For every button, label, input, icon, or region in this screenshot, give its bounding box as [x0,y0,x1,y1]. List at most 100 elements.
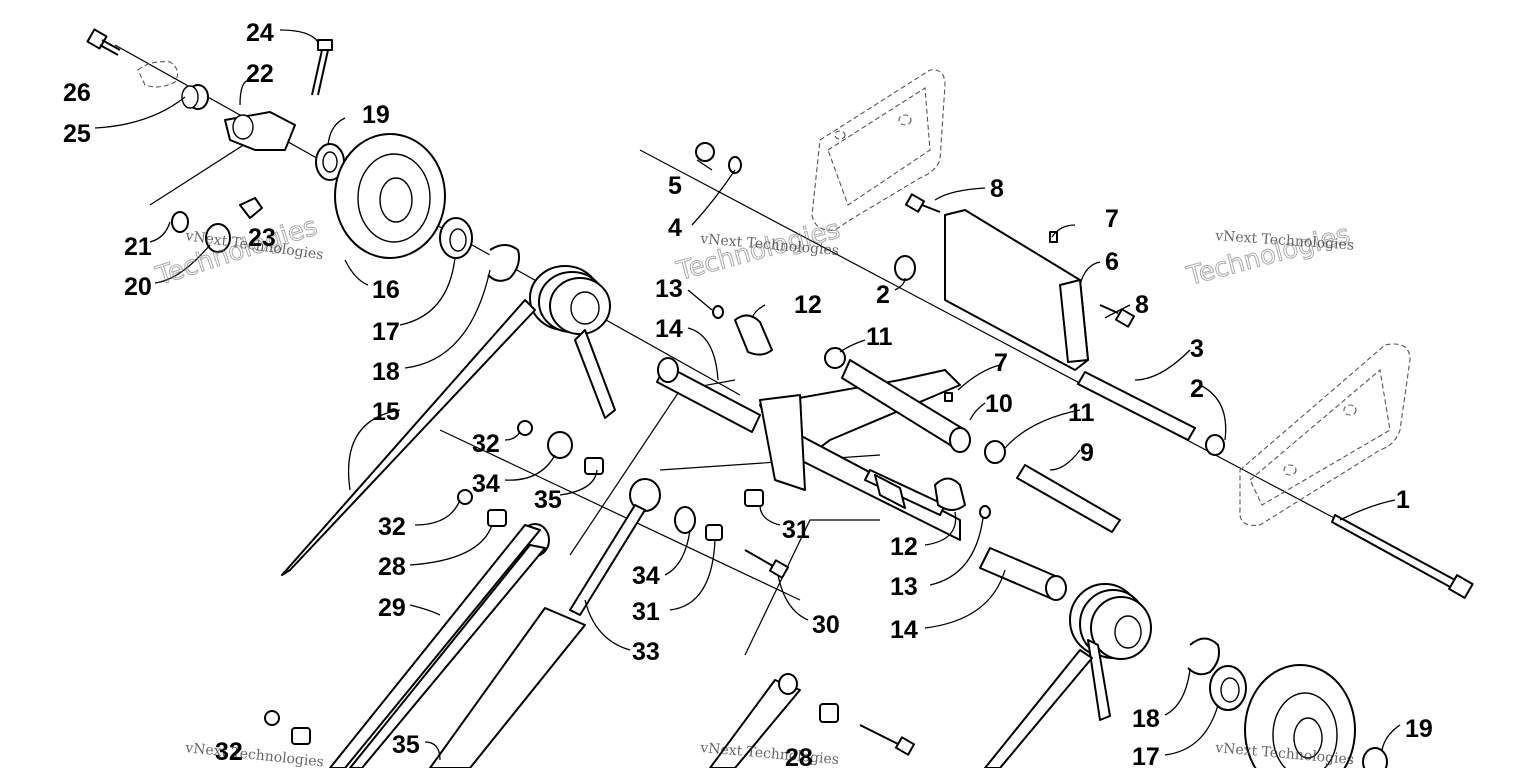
callout-18: 18 [372,358,400,386]
shaft-3 [1077,371,1196,441]
callout-14-lower: 14 [890,616,918,644]
snap-ring-18-right [1187,637,1220,676]
callout-18-right: 18 [1132,705,1160,733]
callout-32-c: 32 [215,738,243,766]
callout-17-right: 17 [1132,743,1160,768]
callout-10: 10 [985,390,1013,418]
callout-7-lower: 7 [994,349,1008,377]
callout-9: 9 [1080,439,1094,467]
bushing-25 [181,84,209,110]
callout-11-upper: 11 [866,323,893,351]
callout-23: 23 [248,224,276,252]
hardware-small [264,420,916,756]
snap-ring-18-left [487,244,520,282]
center-lines [114,44,1471,656]
callout-33: 33 [632,638,660,666]
callout-5: 5 [668,172,682,200]
idler-wheel-right [1244,664,1356,768]
long-bolt-1 [1331,514,1474,599]
callout-30: 30 [812,611,840,639]
callout-11-lower: 11 [1068,399,1095,427]
callout-8-lower: 8 [1135,291,1149,319]
grease-fitting-7 [944,231,1058,402]
shaft-14-upper [656,357,761,433]
callout-14-upper: 14 [655,315,683,343]
sleeve-14-lower [979,547,1067,601]
ring-13-upper [712,305,724,319]
bushing-12-lower [934,477,966,511]
torsion-spring-15 [281,265,616,576]
spacer-2-lower [1205,434,1225,456]
callout-25: 25 [63,120,91,148]
callout-16: 16 [372,276,400,304]
callout-24: 24 [246,19,274,47]
callout-34-b: 34 [632,562,660,590]
callout-7-upper: 7 [1105,205,1119,233]
callout-28-a: 28 [378,553,406,581]
bolt-24 [311,39,333,96]
rear-bracket-6 [944,209,1089,371]
callout-32-b: 32 [378,513,406,541]
callout-4: 4 [668,214,682,242]
shaft-9 [1016,464,1121,533]
ring-13-lower [979,505,991,519]
shock-33 [429,478,661,768]
callout-2-lower: 2 [1190,375,1204,403]
callout-28-b: 28 [785,744,813,768]
arm-29 [329,523,550,768]
callout-12-upper: 12 [794,291,822,319]
callout-21: 21 [124,233,152,261]
nut-5 [695,142,715,162]
spacer-2-upper [894,255,916,281]
washer-4 [728,156,742,174]
callout-2-upper: 2 [876,281,890,309]
callout-29: 29 [378,594,406,622]
callout-15: 15 [372,398,400,426]
torsion-spring-right [984,583,1152,768]
callout-19: 19 [362,101,390,129]
bolt-8-lower [1099,304,1136,328]
side-plate-left [811,69,946,231]
callout-labels: 26 24 22 25 19 21 23 20 16 17 18 15 5 4 … [63,19,1433,768]
callout-6: 6 [1105,248,1119,276]
bearing-19-right [1362,747,1388,768]
bracket-22 [224,111,296,151]
pivot-arm-10 [759,369,961,541]
callout-32-a: 32 [472,430,500,458]
arm-lower-28 [709,673,801,768]
side-plate-right [1239,343,1411,526]
cross-shaft-10 [841,359,971,516]
bolt-26 [86,28,121,56]
bearing-19-left [315,143,345,181]
callout-1: 1 [1396,486,1410,514]
callout-8-upper: 8 [990,175,1004,203]
leader-lines [94,29,1401,761]
bushing-11-upper [824,347,846,369]
callout-13-upper: 13 [655,275,683,303]
bolt-8-upper [904,193,941,213]
bushing-11-lower [984,440,1006,464]
callout-12-lower: 12 [890,533,918,561]
callout-35-b: 35 [392,731,420,759]
callout-34-a: 34 [472,470,500,498]
washer-plate [137,61,179,88]
idler-wheel-16 [334,133,446,259]
svg-text:Technologies: Technologies [1183,220,1353,292]
bearing-17-left [439,217,473,259]
callout-22: 22 [246,60,274,88]
spacer-20 [205,223,231,253]
bushing-12-upper [734,314,773,356]
callout-35-a: 35 [534,486,562,514]
callout-31-a: 31 [782,516,810,544]
callout-26: 26 [63,79,91,107]
callout-31-b: 31 [632,598,660,626]
callout-13-lower: 13 [890,573,918,601]
nut-23 [239,197,263,219]
callout-20: 20 [124,273,152,301]
callout-17: 17 [372,318,400,346]
callout-19-right: 19 [1405,715,1433,743]
callout-3: 3 [1190,335,1204,363]
washer-21 [171,211,189,233]
